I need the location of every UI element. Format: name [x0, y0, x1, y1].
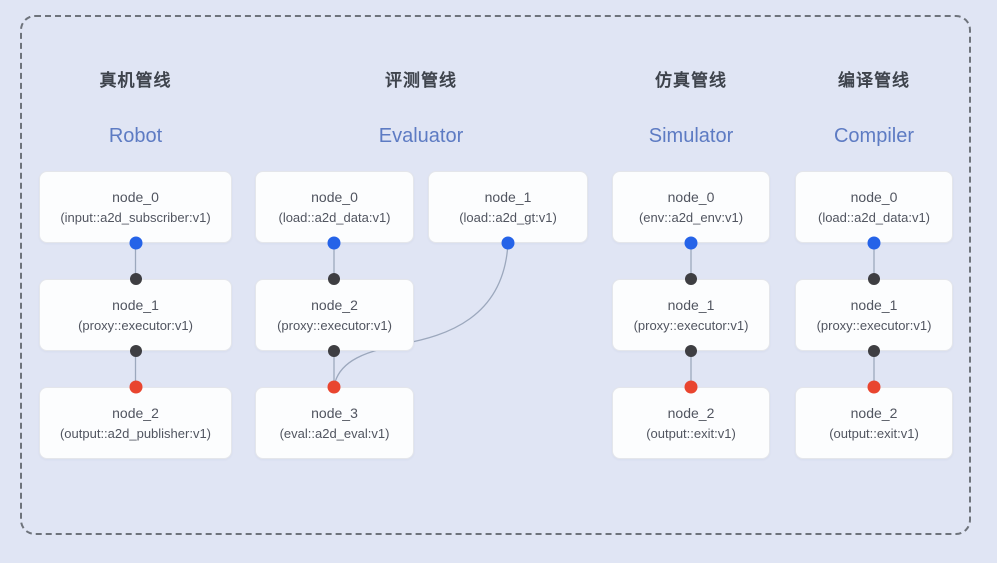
node-type: (proxy::executor:v1) — [633, 317, 749, 333]
red-port-dot — [129, 380, 142, 394]
black-port-dot — [868, 273, 880, 285]
diagram-dashed-border — [20, 15, 971, 535]
evaluator-node-1: node_1 (load::a2d_gt:v1) — [428, 171, 588, 243]
node-name: node_0 — [850, 188, 898, 205]
black-port-dot — [328, 273, 340, 285]
node-name: node_2 — [112, 404, 159, 421]
node-type: (load::a2d_data:v1) — [278, 209, 391, 225]
pipeline-title-simulator-cn: 仿真管线 — [655, 71, 727, 90]
evaluator-node-0: node_0 (load::a2d_data:v1) — [255, 171, 414, 243]
node-type: (input::a2d_subscriber:v1) — [60, 209, 211, 225]
black-port-dot — [685, 273, 697, 285]
simulator-node-2: node_2 (output::exit:v1) — [612, 387, 770, 459]
black-port-dot — [328, 345, 340, 357]
node-type: (output::exit:v1) — [829, 425, 919, 441]
node-type: (proxy::executor:v1) — [816, 317, 932, 333]
robot-node-1: node_1 (proxy::executor:v1) — [39, 279, 232, 351]
node-name: node_1 — [667, 296, 715, 313]
pipeline-title-compiler-en: Compiler — [833, 125, 915, 147]
simulator-node-1: node_1 (proxy::executor:v1) — [612, 279, 770, 351]
pipeline-title-robot-en: Robot — [108, 125, 163, 147]
compiler-node-0: node_0 (load::a2d_data:v1) — [795, 171, 953, 243]
pipeline-title-simulator-en: Simulator — [648, 125, 734, 147]
node-type: (output::exit:v1) — [646, 425, 736, 441]
pipeline-title-evaluator-en: Evaluator — [378, 125, 464, 147]
node-name: node_1 — [850, 296, 898, 313]
evaluator-node-2: node_2 (proxy::executor:v1) — [255, 279, 414, 351]
node-name: node_2 — [311, 296, 358, 313]
blue-port-dot — [684, 236, 698, 250]
node-name: node_0 — [112, 188, 159, 205]
node-type: (proxy::executor:v1) — [277, 317, 392, 333]
pipeline-title-evaluator-cn: 评测管线 — [385, 71, 457, 90]
pipeline-title-compiler-cn: 编译管线 — [838, 71, 910, 90]
blue-port-dot — [501, 236, 515, 250]
node-name: node_2 — [667, 404, 715, 421]
node-type: (eval::a2d_eval:v1) — [279, 425, 390, 441]
simulator-node-0: node_0 (env::a2d_env:v1) — [612, 171, 770, 243]
robot-node-2: node_2 (output::a2d_publisher:v1) — [39, 387, 232, 459]
red-port-dot — [684, 380, 698, 394]
compiler-node-2: node_2 (output::exit:v1) — [795, 387, 953, 459]
node-type: (env::a2d_env:v1) — [638, 209, 744, 225]
black-port-dot — [129, 273, 142, 285]
robot-node-0: node_0 (input::a2d_subscriber:v1) — [39, 171, 232, 243]
red-port-dot — [867, 380, 881, 394]
blue-port-dot — [327, 236, 341, 250]
node-name: node_2 — [850, 404, 898, 421]
black-port-dot — [868, 345, 880, 357]
node-type: (output::a2d_publisher:v1) — [59, 425, 212, 441]
evaluator-node-3: node_3 (eval::a2d_eval:v1) — [255, 387, 414, 459]
node-name: node_0 — [311, 188, 358, 205]
compiler-node-1: node_1 (proxy::executor:v1) — [795, 279, 953, 351]
blue-port-dot — [867, 236, 881, 250]
node-name: node_3 — [311, 404, 358, 421]
node-type: (load::a2d_gt:v1) — [459, 209, 557, 225]
black-port-dot — [129, 345, 142, 357]
blue-port-dot — [129, 236, 142, 250]
node-name: node_0 — [667, 188, 715, 205]
red-port-dot — [327, 380, 341, 394]
pipeline-title-robot-cn: 真机管线 — [99, 71, 172, 90]
node-type: (load::a2d_data:v1) — [817, 209, 931, 225]
node-name: node_1 — [484, 188, 532, 205]
black-port-dot — [685, 345, 697, 357]
node-type: (proxy::executor:v1) — [78, 317, 193, 333]
node-name: node_1 — [112, 296, 159, 313]
